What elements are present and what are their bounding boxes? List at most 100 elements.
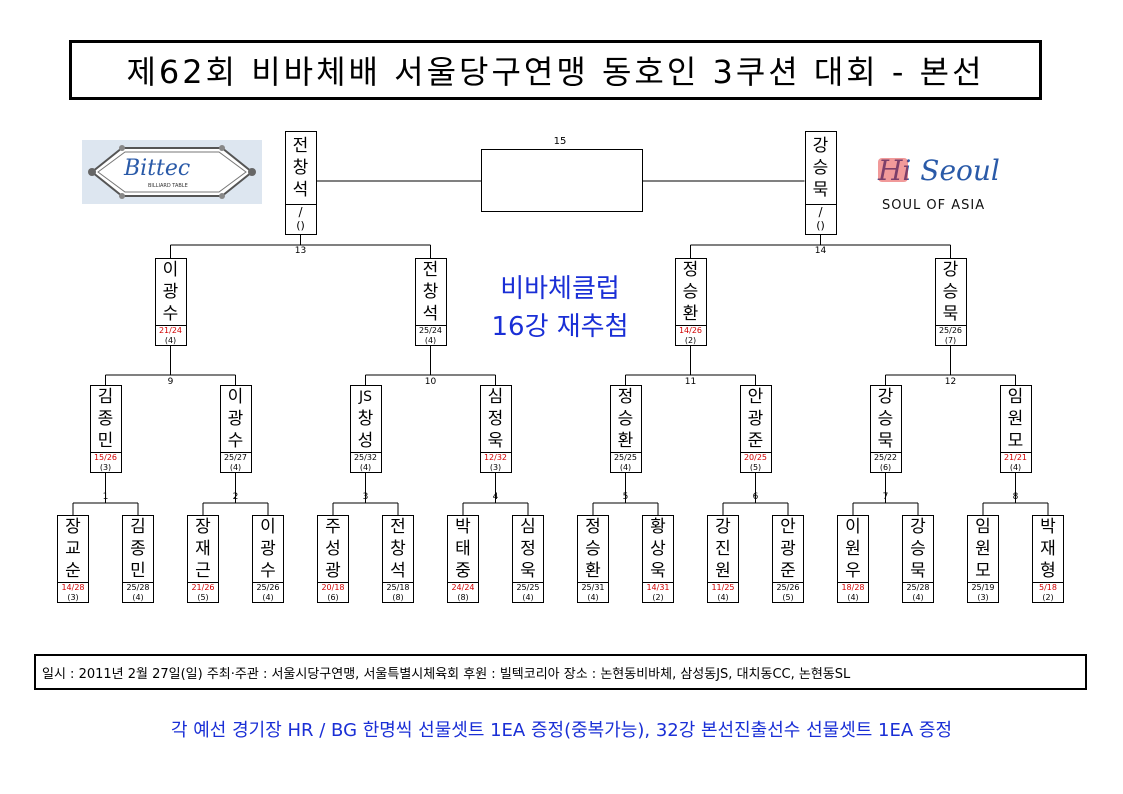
player-score: 25/26(7) xyxy=(935,325,966,346)
player-name-char: 진 xyxy=(715,539,731,559)
player-name-char: 황 xyxy=(650,517,666,537)
hi-seoul-logo: Hi Seoul SOUL OF ASIA xyxy=(868,148,1008,218)
score-value: 21/26 xyxy=(191,583,215,592)
score-value: 25/31 xyxy=(581,583,605,592)
score-place: (3) xyxy=(489,463,502,472)
player-score: 24/24(8) xyxy=(448,582,478,603)
score-value: 14/28 xyxy=(61,583,85,592)
match-number: 9 xyxy=(167,377,174,387)
player-name-char: 심 xyxy=(487,387,504,407)
match-number: 11 xyxy=(684,377,697,387)
player-score: 11/25(4) xyxy=(708,582,738,603)
player-name-char: 형 xyxy=(1040,561,1056,581)
score-value: 5/18 xyxy=(1039,583,1057,592)
score-place: (8) xyxy=(457,593,469,602)
player-score: 14/26(2) xyxy=(675,325,706,346)
player-name-char: 준 xyxy=(747,431,764,451)
player-name-char: 묵 xyxy=(942,304,959,324)
score-place: (5) xyxy=(782,593,794,602)
player-name-char: 강 xyxy=(910,517,926,537)
club-note-line-1: 비바체클럽 xyxy=(500,274,620,304)
player-name-char: 원 xyxy=(1007,409,1024,429)
player-name-char: 수 xyxy=(227,431,244,451)
player-name-char: 성 xyxy=(325,539,341,559)
player-name-char: 장 xyxy=(195,517,211,537)
player-score: 21/24(4) xyxy=(155,325,186,346)
player-name-char: 상 xyxy=(650,539,666,559)
player-name-char: 강 xyxy=(812,136,829,156)
player-name-char: 욱 xyxy=(650,561,666,581)
match-number: 3 xyxy=(362,492,369,502)
player-name-char: 승 xyxy=(910,539,926,559)
score-place: () xyxy=(296,219,305,232)
player-name-char: JS xyxy=(358,389,372,405)
player-name-char: 박 xyxy=(1040,517,1056,537)
player-name-char: 원 xyxy=(845,539,861,559)
match-number: 4 xyxy=(492,492,499,502)
player-name-char: 정 xyxy=(520,539,536,559)
match-number: 7 xyxy=(882,492,889,502)
player-name-char: 순 xyxy=(65,561,81,581)
player-name-char: 이 xyxy=(260,517,276,537)
score-value: 12/32 xyxy=(483,453,508,462)
player-name-char: 강 xyxy=(877,387,894,407)
score-place: (4) xyxy=(359,463,372,472)
player-score: 25/26(5) xyxy=(773,582,803,603)
score-value: 25/18 xyxy=(386,583,410,592)
bittec-logo: Bittec BILLIARD TABLE xyxy=(82,140,262,204)
player-name-char: 전 xyxy=(292,136,309,156)
player-name-char: 모 xyxy=(975,561,991,581)
score-place: (4) xyxy=(847,593,859,602)
player-score: 20/25(5) xyxy=(740,452,771,473)
player-name-char: 근 xyxy=(195,561,211,581)
player-name-char: 임 xyxy=(1007,387,1024,407)
score-value: 25/28 xyxy=(126,583,150,592)
score-place: (3) xyxy=(977,593,989,602)
score-place: (7) xyxy=(944,336,957,345)
player-score: 25/31(4) xyxy=(578,582,608,603)
score-place: (2) xyxy=(652,593,664,602)
score-value: 24/24 xyxy=(451,583,475,592)
player-name-char: 광 xyxy=(260,539,276,559)
player-score: /() xyxy=(285,204,316,235)
player-name-char: 강 xyxy=(715,517,731,537)
score-place: (6) xyxy=(879,463,892,472)
score-place: (4) xyxy=(229,463,242,472)
player-score: 21/21(4) xyxy=(1000,452,1031,473)
player-name-char: 우 xyxy=(845,561,861,581)
player-name-char: 전 xyxy=(422,260,439,280)
score-place: (4) xyxy=(132,593,144,602)
player-name-char: 광 xyxy=(747,409,764,429)
score-place: (4) xyxy=(587,593,599,602)
player-name-char: 재 xyxy=(1040,539,1056,559)
player-name-char: 주 xyxy=(325,517,341,537)
player-name-char: 환 xyxy=(617,431,634,451)
player-name-char: 승 xyxy=(585,539,601,559)
score-value: 14/31 xyxy=(646,583,670,592)
match-number: 2 xyxy=(232,492,239,502)
player-name-char: 중 xyxy=(455,561,471,581)
score-value: 20/18 xyxy=(321,583,345,592)
player-name-char: 석 xyxy=(390,561,406,581)
score-place: (4) xyxy=(619,463,632,472)
player-name-char: 욱 xyxy=(487,431,504,451)
